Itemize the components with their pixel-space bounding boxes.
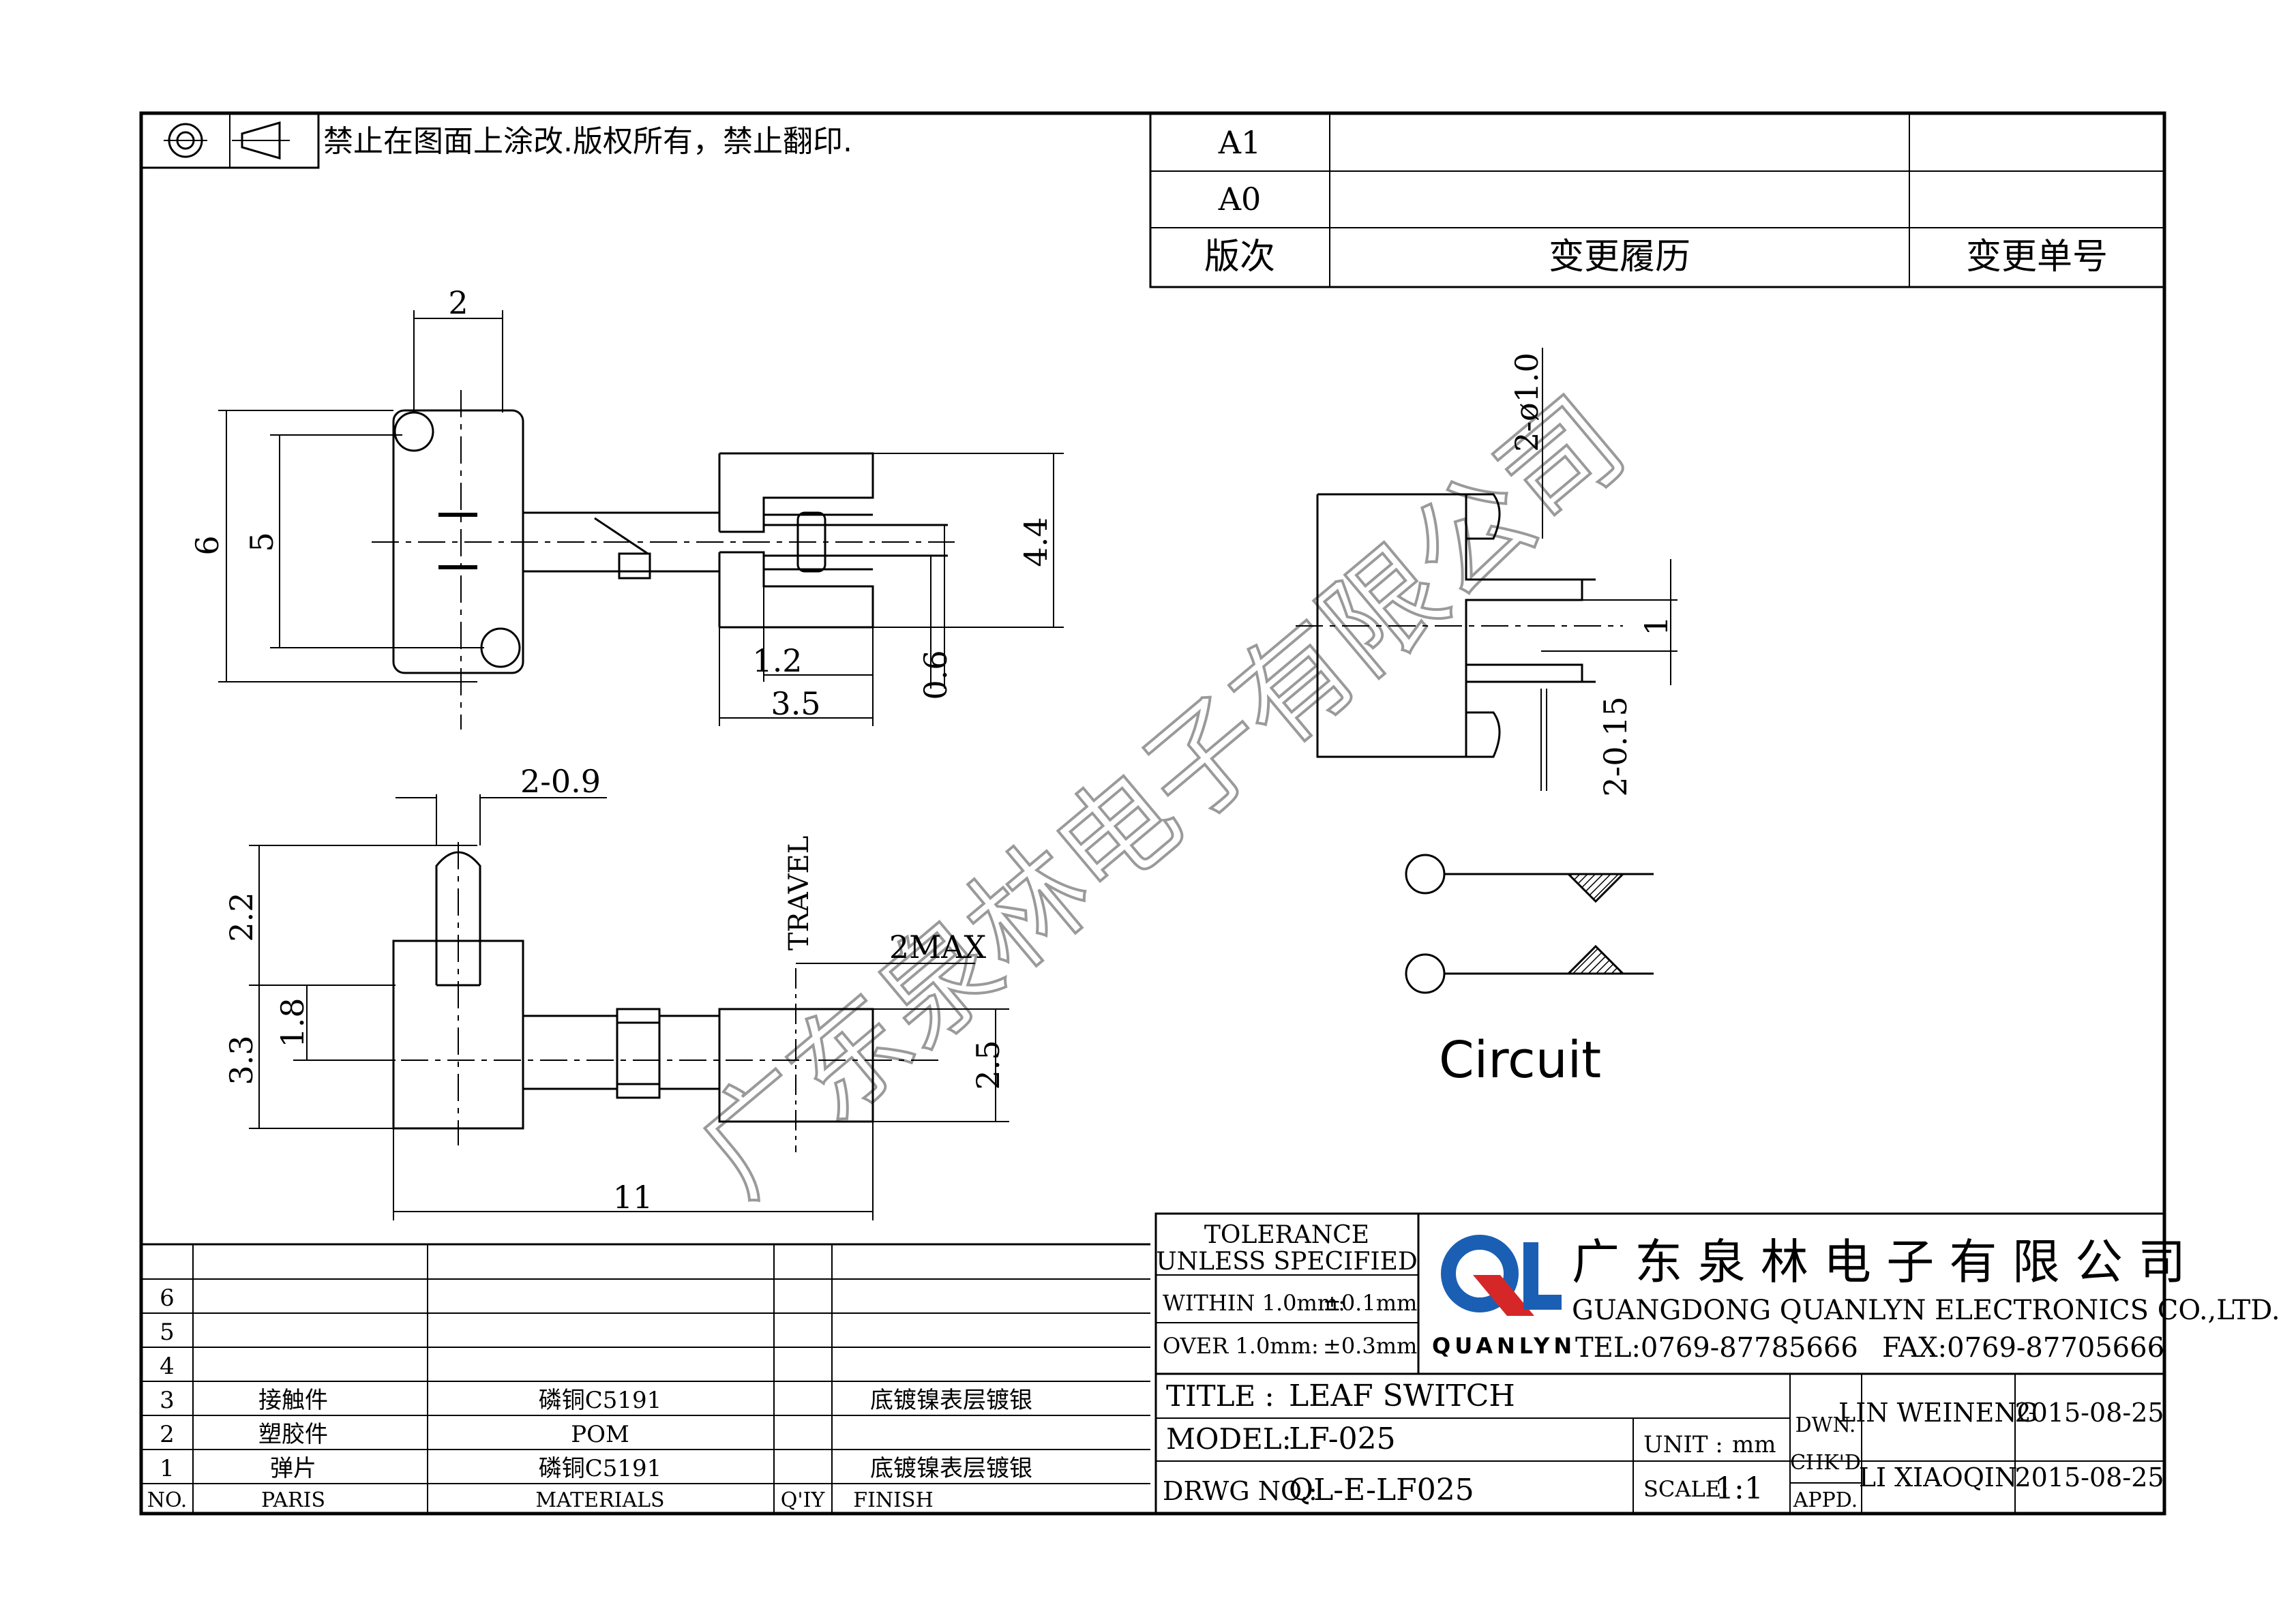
notice-box: 禁止在图面上涂改.版权所有，禁止翻印.: [140, 112, 852, 169]
part-name-2: 塑胶件: [258, 1421, 328, 1448]
dwn-date: 2015-08-25: [2014, 1398, 2164, 1428]
part-name-1: 弹片: [270, 1455, 316, 1482]
rev-header-number: 变更单号: [1966, 237, 2108, 277]
rev-header-history: 变更履历: [1549, 237, 1690, 277]
front-view-dimensions: 2-0.9 2.2 3.3 1.8 TRAVEL 2MAX 2.5 11: [223, 763, 1007, 1216]
dim-thickness: 0.6: [917, 650, 954, 700]
chk-date: 2015-08-25: [2014, 1462, 2164, 1492]
company-tel: TEL:0769-87785666: [1575, 1332, 1858, 1364]
appd-label: APPD.: [1793, 1488, 1858, 1512]
side-view-dimensions: 2-ø1.0 1 2-0.15: [1508, 352, 1675, 796]
tolerance-line1: TOLERANCE: [1204, 1221, 1369, 1249]
logo-text: QUANLYN: [1432, 1333, 1576, 1359]
parts-table-text: 6 5 4 3 接触件 磷铜C5191 底镀镍表层镀银 2 塑胶件 POM 1 …: [147, 1285, 1032, 1512]
part-no-1: 1: [160, 1455, 175, 1482]
company-name-en: GUANGDONG QUANLYN ELECTRONICS CO.,LTD.: [1572, 1295, 2280, 1326]
title-value: LEAF SWITCH: [1289, 1379, 1515, 1413]
dim-top-width: 2: [448, 284, 468, 321]
parts-header-material: MATERIALS: [535, 1488, 664, 1512]
chk-label: CHK'D: [1790, 1451, 1861, 1475]
scale-label: SCALE:: [1643, 1476, 1729, 1502]
circuit-symbol: [1405, 854, 1654, 994]
part-material-1: 磷铜C5191: [539, 1455, 662, 1482]
part-finish-3: 底镀镍表层镀银: [870, 1387, 1032, 1414]
model-value: LF-025: [1289, 1422, 1396, 1456]
dim-travel: TRAVEL: [784, 836, 815, 950]
company-name-cn: 广 东 泉 林 电 子 有 限 公 司: [1572, 1234, 2186, 1290]
dim-pin-width: 2-0.9: [520, 763, 601, 800]
title-label: TITLE :: [1166, 1379, 1274, 1413]
dim-end-height: 2.5: [970, 1040, 1007, 1090]
dim-pin-height: 2.2: [223, 892, 260, 942]
part-no-2: 2: [160, 1421, 175, 1448]
part-material-2: POM: [571, 1421, 629, 1448]
revision-table: A1 A0 版次 变更履历 变更单号: [1149, 112, 2166, 288]
parts-header-finish: FINISH: [853, 1488, 933, 1512]
notice-text: 禁止在图面上涂改.版权所有，禁止翻印.: [323, 124, 852, 159]
parts-table: [141, 1243, 1150, 1514]
dim-travel-max: 2MAX: [889, 929, 987, 965]
part-finish-1: 底镀镍表层镀银: [870, 1455, 1032, 1482]
part-no-6: 6: [160, 1285, 175, 1312]
dim-gap-small: 1.2: [752, 642, 802, 679]
front-view: [249, 794, 1009, 1220]
tolerance-line2: UNLESS SPECIFIED: [1156, 1248, 1417, 1276]
watermark: 广东泉林电子有限公司: [674, 373, 1650, 1221]
tolerance-within-value: ±0.1mm: [1323, 1290, 1417, 1316]
part-name-3: 接触件: [258, 1387, 328, 1414]
drwg-value: QL-E-LF025: [1289, 1473, 1474, 1507]
scale-value: 1:1: [1715, 1471, 1763, 1506]
part-material-3: 磷铜C5191: [539, 1387, 662, 1414]
company-logo: QUANLYN: [1432, 1235, 1576, 1359]
tolerance-over: OVER 1.0mm:: [1163, 1333, 1319, 1359]
top-view: [218, 310, 1064, 730]
chk-name: LI XIAOQIN: [1859, 1462, 2017, 1492]
dim-lever-height: 4.4: [1017, 517, 1054, 567]
dim-total-len: 11: [613, 1179, 653, 1216]
dwn-name: LIN WEINENG: [1838, 1398, 2038, 1428]
dim-height-inner: 5: [243, 532, 280, 552]
part-no-5: 5: [160, 1319, 175, 1346]
unit-value: mm: [1732, 1431, 1776, 1458]
company-fax: FAX:0769-87705666: [1882, 1332, 2164, 1364]
dim-lever-len: 3.5: [771, 685, 820, 722]
dim-offset: 1.8: [274, 997, 311, 1047]
drwg-label: DRWG NO.:: [1163, 1476, 1317, 1506]
rev-a0: A0: [1218, 181, 1262, 217]
part-no-4: 4: [160, 1353, 175, 1380]
part-no-3: 3: [160, 1387, 175, 1414]
side-view: [1296, 348, 1678, 791]
top-view-dimensions: 2 6 5 4.4 1.2 3.5 0.6: [189, 284, 1054, 722]
dim-body-height: 3.3: [223, 1035, 260, 1085]
rev-a1: A1: [1218, 124, 1262, 161]
title-block-text: TOLERANCE UNLESS SPECIFIED WITHIN 1.0mm:…: [1156, 1221, 2280, 1512]
circuit-label: Circuit: [1439, 1031, 1601, 1090]
dim-terminal: 1: [1638, 616, 1675, 635]
tolerance-over-value: ±0.3mm: [1323, 1333, 1417, 1359]
title-block: [1154, 1212, 2166, 1515]
dim-height-outer: 6: [189, 535, 226, 555]
model-label: MODEL:: [1166, 1422, 1292, 1456]
dim-hole-dia: 2-ø1.0: [1508, 352, 1545, 452]
rev-header-version: 版次: [1204, 237, 1275, 277]
tolerance-within: WITHIN 1.0mm:: [1163, 1290, 1345, 1316]
dwn-label: DWN.: [1795, 1413, 1856, 1437]
parts-header-qty: Q'IY: [781, 1488, 826, 1512]
unit-label: UNIT :: [1643, 1431, 1723, 1458]
parts-header-part: PARIS: [261, 1488, 325, 1512]
parts-header-no: NO.: [147, 1488, 188, 1512]
dim-blade: 2-0.15: [1597, 696, 1634, 796]
projection-cone-icon: [241, 121, 281, 160]
